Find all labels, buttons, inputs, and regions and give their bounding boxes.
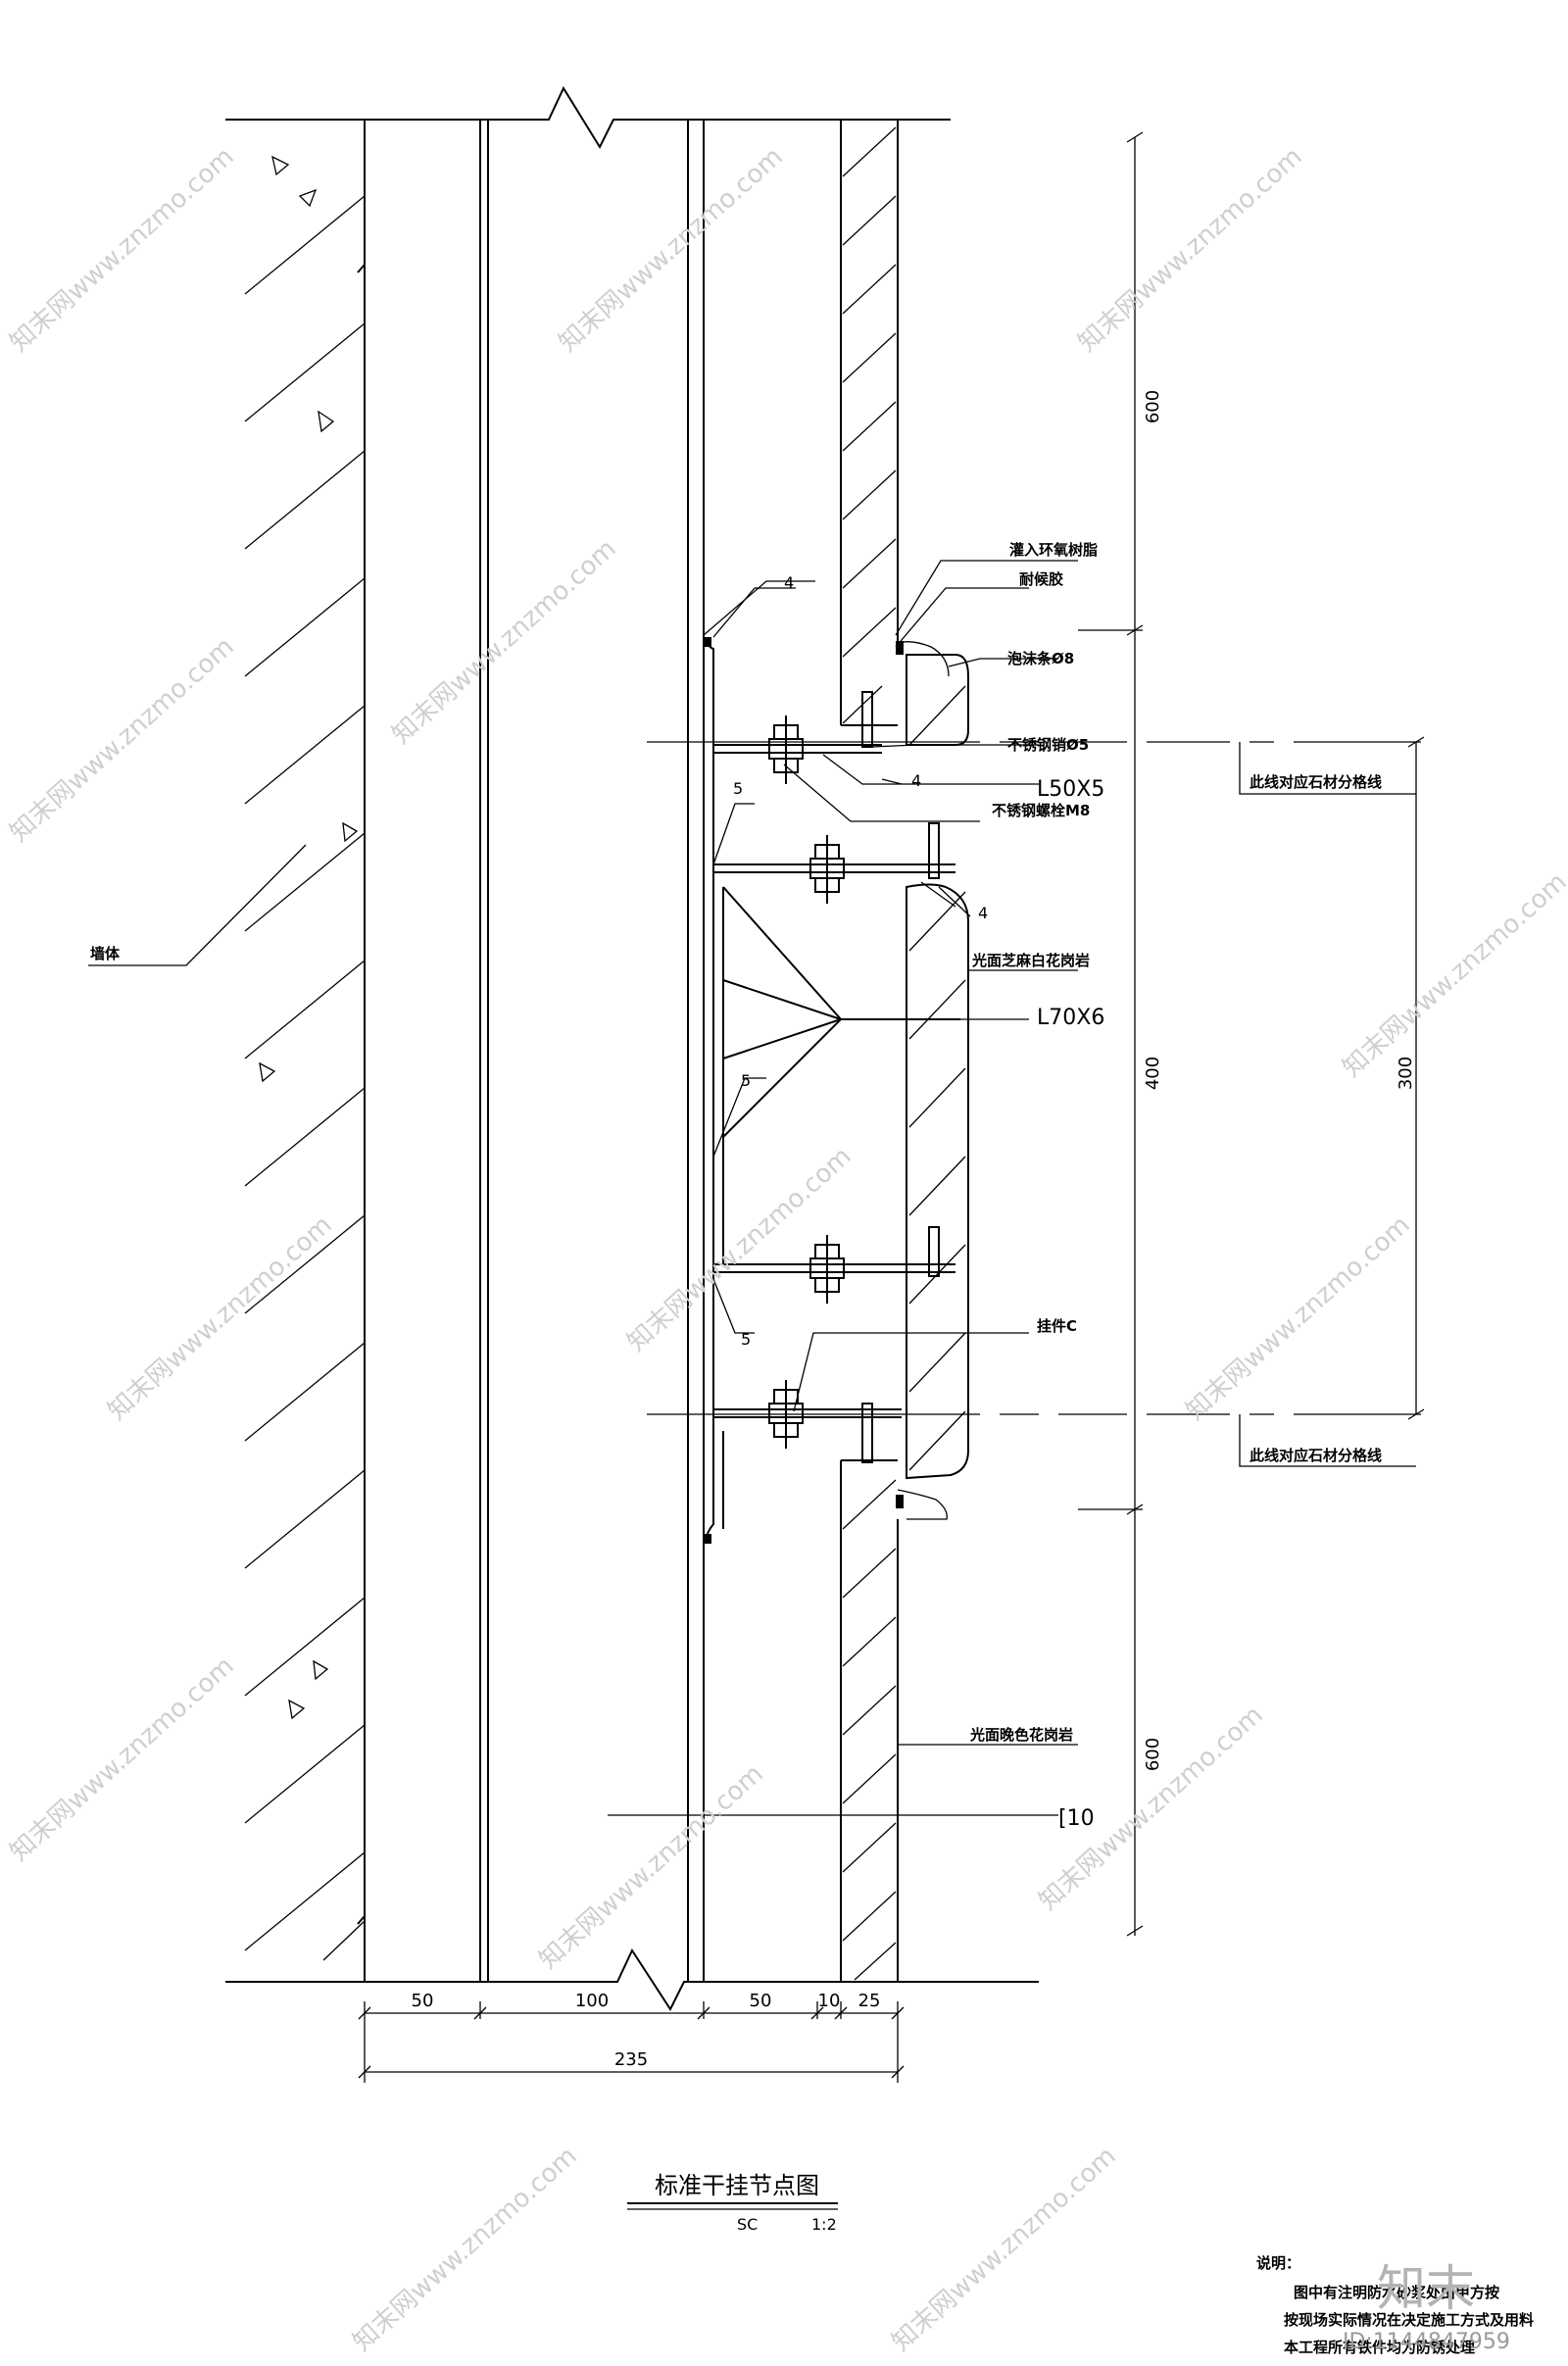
- bottom-dimension-chain: [358, 2001, 905, 2083]
- watermark-6: 知末网www.znzmo.com: [1338, 867, 1568, 1083]
- weld-mark-5a: 5: [733, 779, 743, 798]
- watermark-1: 知末网www.znzmo.com: [5, 142, 240, 358]
- label-stone-2: 光面晚色花岗岩: [969, 1726, 1073, 1744]
- watermark-id: ID:1144847959: [1343, 2330, 1510, 2354]
- wall-hatch: [244, 195, 366, 1961]
- dim-10: 10: [818, 1991, 841, 2011]
- label-angle-small: L50X5: [1037, 777, 1104, 802]
- right-dimension-chain: [1078, 131, 1425, 1937]
- watermark-13: 知末网www.znzmo.com: [348, 2142, 583, 2357]
- watermark-logo: 知末: [1377, 2260, 1475, 2317]
- middle-stone-panel: [897, 641, 969, 1520]
- watermark-2: 知末网www.znzmo.com: [554, 142, 789, 358]
- dim-50-wall: 50: [412, 1991, 434, 2011]
- stone-divide-lines: [647, 741, 1421, 1415]
- weld-mark-4b: 4: [911, 771, 921, 790]
- label-angle-big: L70X6: [1037, 1006, 1104, 1030]
- label-divide-bottom: 此线对应石材分格线: [1250, 1447, 1382, 1464]
- middle-stone-hatch: [908, 685, 966, 1471]
- dim-25: 25: [858, 1991, 881, 2011]
- notes-line-2: 按现场实际情况在决定施工方式及用料: [1284, 2311, 1534, 2329]
- dim-600-bottom: 600: [1143, 1738, 1163, 1771]
- leader-lines: [88, 560, 1416, 1816]
- weld-mark-4a: 4: [784, 573, 794, 592]
- label-sealant: 灌入环氧树脂: [1009, 541, 1098, 559]
- watermark-3: 知末网www.znzmo.com: [1073, 142, 1308, 358]
- lower-stone-panel: [840, 1459, 899, 1982]
- watermark-10: 知末网www.znzmo.com: [5, 1651, 240, 1867]
- weld-mark-5c: 5: [741, 1330, 751, 1349]
- watermarks: 知末网www.znzmo.com 知末网www.znzmo.com 知末网www…: [5, 142, 1568, 2357]
- dim-100: 100: [575, 1991, 609, 2011]
- stainless-pins: [861, 691, 940, 1463]
- steel-angles: [713, 744, 960, 1529]
- label-stone-1: 光面芝麻白花岗岩: [971, 952, 1090, 969]
- watermark-14: 知末网www.znzmo.com: [887, 2142, 1122, 2357]
- label-wall: 墙体: [90, 945, 121, 962]
- watermark-8: 知末网www.znzmo.com: [622, 1142, 858, 1357]
- label-hanger: 挂件C: [1037, 1317, 1077, 1335]
- watermark-11: 知末网www.znzmo.com: [534, 1759, 769, 1975]
- watermark-9: 知末网www.znzmo.com: [1181, 1210, 1416, 1426]
- watermark-4: 知末网www.znzmo.com: [5, 632, 240, 848]
- wall-structure: [244, 120, 366, 1982]
- upper-stone-panel: [840, 120, 899, 726]
- upper-stone-hatch: [842, 126, 897, 724]
- title-block: 标准干挂节点图 SC 1:2: [627, 2172, 838, 2234]
- watermark-5: 知末网www.znzmo.com: [387, 534, 622, 750]
- bolt-2: [809, 835, 845, 904]
- notes: 说明： 图中有注明防水砂浆处由甲方按 按现场实际情况在决定施工方式及用料 本工程…: [1256, 2254, 1534, 2356]
- sealant-blobs: [704, 637, 904, 1544]
- top-break-line: [225, 85, 951, 150]
- notes-heading: 说明：: [1256, 2254, 1300, 2272]
- label-foam-rod: 泡沫条Ø8: [1007, 650, 1074, 667]
- scale-value: 1:2: [811, 2215, 837, 2234]
- label-channel: [10: [1058, 1806, 1095, 1831]
- bolt-3: [809, 1235, 845, 1304]
- dim-400: 400: [1143, 1057, 1163, 1090]
- weld-mark-5b: 5: [741, 1071, 751, 1090]
- dim-235: 235: [614, 2049, 648, 2070]
- cavity-lines: [479, 120, 705, 1982]
- channel-steel: [703, 636, 714, 1545]
- aggregate-triangles: [259, 155, 359, 1720]
- notes-line-3: 本工程所有铁件均为防锈处理: [1284, 2339, 1475, 2356]
- label-ss-bolt: 不锈钢螺栓M8: [992, 802, 1090, 819]
- label-divide-top: 此线对应石材分格线: [1250, 773, 1382, 791]
- bottom-break-line: [225, 1947, 1039, 2012]
- dim-50-steel: 50: [750, 1991, 772, 2011]
- dim-300: 300: [1396, 1057, 1416, 1090]
- dim-600-top: 600: [1143, 390, 1163, 423]
- lower-stone-hatch: [842, 1479, 897, 1981]
- weld-mark-4c: 4: [978, 904, 988, 922]
- label-ss-pin: 不锈钢销Ø5: [1007, 736, 1089, 754]
- drawing-title: 标准干挂节点图: [655, 2172, 819, 2199]
- scale-prefix: SC: [737, 2215, 758, 2234]
- bolt-1: [768, 715, 804, 784]
- notes-line-1: 图中有注明防水砂浆处由甲方按: [1294, 2284, 1499, 2301]
- label-weather-seal: 耐候胶: [1019, 570, 1063, 588]
